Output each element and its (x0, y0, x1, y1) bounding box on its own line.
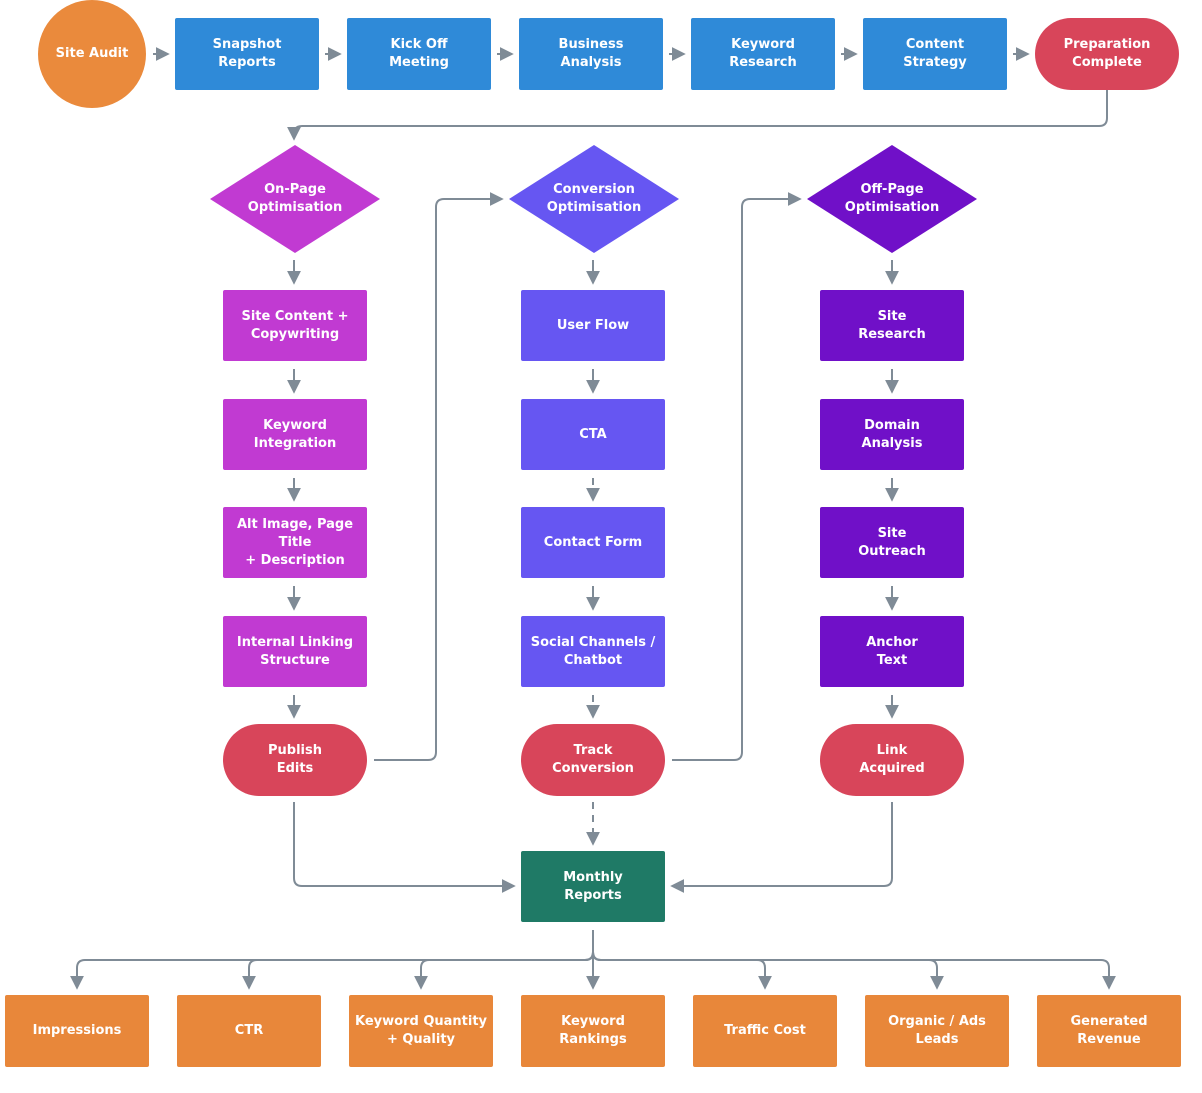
arrow-monthly-to-metric-3 (592, 951, 772, 990)
on-page-optimisation-decision[interactable]: On-Page Optimisation (210, 145, 380, 253)
publish-edits-node[interactable]: Publish Edits (223, 724, 367, 796)
preparation-complete-node[interactable]: Preparation Complete (1035, 18, 1179, 90)
snapshot-reports-node[interactable]: Snapshot Reports (175, 18, 319, 90)
internal-linking-structure-node[interactable]: Internal Linking Structure (223, 616, 367, 687)
off-page-optimisation-decision[interactable]: Off-Page Optimisation (807, 145, 977, 253)
step-label: Site Outreach (858, 525, 926, 559)
generated-revenue-metric[interactable]: Generated Revenue (1037, 995, 1181, 1067)
metric-label: Impressions (32, 1023, 122, 1038)
traffic-cost-metric[interactable]: Traffic Cost (693, 995, 837, 1067)
organic-ads-leads-metric[interactable]: Organic / Ads Leads (865, 995, 1009, 1067)
end-label: Link Acquired (859, 743, 925, 776)
preparation-complete-label: Preparation Complete (1063, 37, 1151, 70)
cta-node[interactable]: CTA (521, 399, 665, 470)
social-channels-chatbot-node[interactable]: Social Channels / Chatbot (521, 616, 665, 687)
end-label: Track Conversion (552, 743, 634, 776)
step-label: User Flow (556, 317, 630, 333)
keyword-integration-node[interactable]: Keyword Integration (223, 399, 367, 470)
site-audit-node[interactable]: Site Audit (38, 0, 146, 108)
metric-label: Keyword Rankings (559, 1014, 627, 1047)
contact-form-node[interactable]: Contact Form (521, 507, 665, 578)
step-label: Keyword Integration (253, 417, 337, 451)
step-label: Site Content + Copywriting (241, 308, 349, 342)
site-outreach-node[interactable]: Site Outreach (820, 507, 964, 578)
anchor-text-node[interactable]: Anchor Text (820, 616, 964, 687)
step-label: Alt Image, Page Title + Description (236, 516, 354, 568)
content-strategy-label: Content Strategy (903, 37, 967, 70)
step-label: CTA (579, 426, 607, 442)
arrow-track-to-offpage (672, 192, 802, 761)
arrow-monthly-to-metric-5 (592, 951, 1116, 990)
arrow-monthly-to-metric-2 (414, 951, 594, 990)
kick-off-meeting-node[interactable]: Kick Off Meeting (347, 18, 491, 90)
off-page-optimisation-label: Off-Page Optimisation (844, 182, 940, 215)
keyword-quantity-quality-metric[interactable]: Keyword Quantity + Quality (349, 995, 493, 1067)
diamond-shape (509, 145, 679, 253)
kick-off-meeting-label: Kick Off Meeting (389, 37, 449, 70)
ctr-metric[interactable]: CTR (177, 995, 321, 1067)
arrow-link-to-monthly (670, 802, 893, 893)
monthly-reports-node[interactable]: Monthly Reports (521, 851, 665, 922)
conversion-optimisation-label: Conversion Optimisation (546, 182, 642, 215)
metric-label: Generated Revenue (1070, 1014, 1148, 1047)
step-label: Social Channels / Chatbot (530, 634, 656, 668)
arrow-publish-to-conversion (374, 192, 504, 761)
end-label: Publish Edits (268, 743, 322, 776)
metric-label: Traffic Cost (724, 1023, 806, 1038)
site-audit-label: Site Audit (55, 46, 129, 61)
arrow-preparation-to-onpage (287, 90, 1108, 141)
on-page-optimisation-label: On-Page Optimisation (247, 182, 343, 215)
content-strategy-node[interactable]: Content Strategy (863, 18, 1007, 90)
metric-label: CTR (234, 1023, 264, 1038)
metric-label: Keyword Quantity + Quality (355, 1014, 488, 1047)
diamond-shape (807, 145, 977, 253)
link-acquired-node[interactable]: Link Acquired (820, 724, 964, 796)
step-label: Domain Analysis (861, 417, 923, 451)
step-label: Internal Linking Structure (236, 634, 354, 668)
diamond-shape (210, 145, 380, 253)
track-conversion-node[interactable]: Track Conversion (521, 724, 665, 796)
metric-label: Organic / Ads Leads (888, 1014, 986, 1047)
business-analysis-node[interactable]: Business Analysis (519, 18, 663, 90)
keyword-research-label: Keyword Research (729, 37, 797, 70)
keyword-research-node[interactable]: Keyword Research (691, 18, 835, 90)
business-analysis-label: Business Analysis (558, 37, 624, 70)
site-content-copywriting-node[interactable]: Site Content + Copywriting (223, 290, 367, 361)
step-label: Anchor Text (866, 634, 918, 668)
keyword-rankings-metric[interactable]: Keyword Rankings (521, 995, 665, 1067)
user-flow-node[interactable]: User Flow (521, 290, 665, 361)
snapshot-reports-label: Snapshot Reports (212, 37, 282, 70)
conversion-optimisation-decision[interactable]: Conversion Optimisation (509, 145, 679, 253)
impressions-metric[interactable]: Impressions (5, 995, 149, 1067)
domain-analysis-node[interactable]: Domain Analysis (820, 399, 964, 470)
step-label: Contact Form (543, 534, 643, 550)
alt-image-page-title-node[interactable]: Alt Image, Page Title + Description (223, 507, 367, 578)
step-label: Site Research (858, 308, 926, 342)
monthly-reports-label: Monthly Reports (563, 869, 623, 903)
arrow-monthly-to-metric-0 (70, 951, 594, 990)
arrow-publish-to-monthly (293, 802, 516, 893)
site-research-node[interactable]: Site Research (820, 290, 964, 361)
